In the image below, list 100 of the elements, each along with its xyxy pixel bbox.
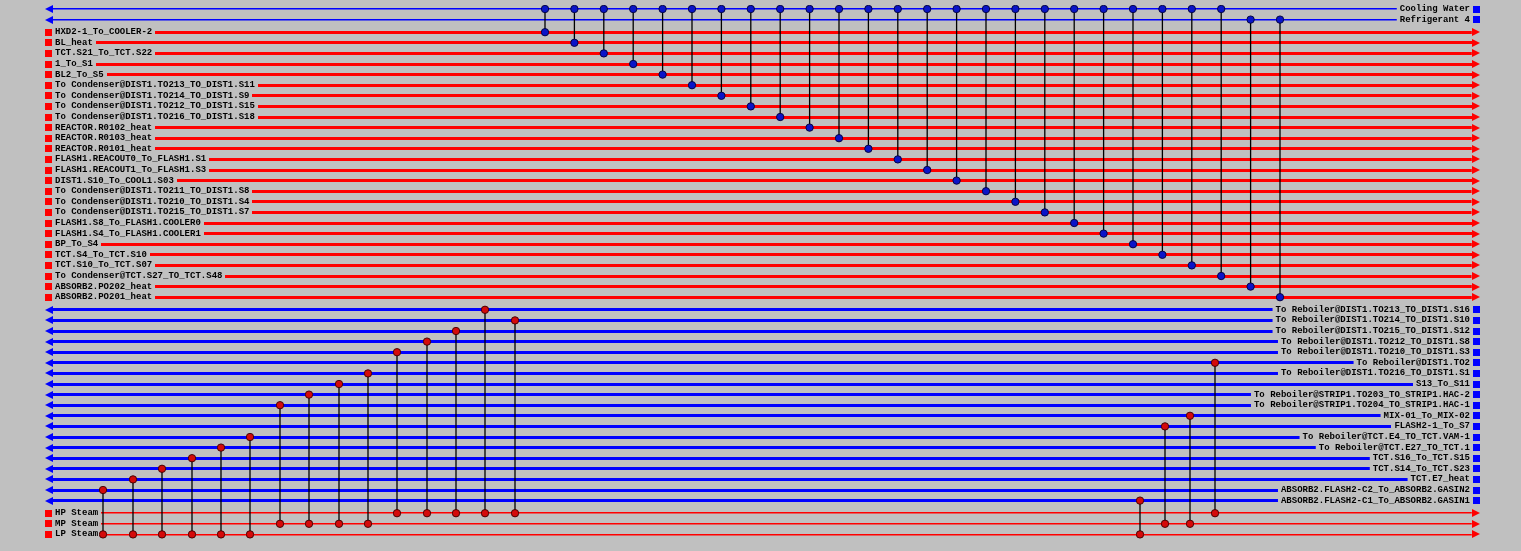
heat-exchanger-line: [216, 443, 226, 539]
stream-label: 1_To_S1: [55, 60, 93, 68]
stream-label: FLASH2-1_To_S7: [1394, 422, 1470, 431]
heat-exchanger-line: [392, 348, 402, 518]
hot-stream: [45, 240, 1480, 249]
hot-stream: [45, 38, 1480, 47]
heat-exchanger-line: [981, 4, 991, 196]
heat-exchanger-line: [363, 369, 373, 528]
stream-label: BL2_To_S5: [55, 70, 104, 79]
heat-exchanger-line: [746, 4, 755, 111]
cold-stream: [45, 337, 1480, 346]
hot-stream: [45, 155, 1480, 164]
cold-stream: [45, 348, 1480, 357]
cold-stream: [45, 433, 1480, 441]
stream-label: TCT.S14_To_TCT.S23: [1372, 464, 1470, 473]
stream-label: MIX-01_To_MIX-02: [1383, 411, 1470, 420]
stream-label: To Condenser@DIST1.TO215_TO_DIST1.S7: [55, 208, 250, 217]
hot-stream: [45, 272, 1480, 280]
hot-stream: [45, 134, 1480, 143]
stream-label: To Reboiler@STRIP1.TO204_TO_STRIP1.HAC-1: [1253, 401, 1470, 410]
stream-label: Cooling Water: [1399, 5, 1470, 13]
stream-label: To Reboiler@DIST1.TO215_TO_DIST1.S12: [1275, 327, 1470, 335]
hot-stream: [45, 261, 1480, 270]
heat-exchanger-line: [629, 4, 638, 69]
stream-label: LP Steam: [55, 530, 99, 539]
stream-label: To Condenser@DIST1.TO214_TO_DIST1.S9: [55, 91, 250, 100]
heat-exchanger-line: [540, 4, 550, 37]
cold-stream: [45, 454, 1480, 463]
stream-label: To Reboiler@DIST1.TO213_TO_DIST1.S16: [1275, 305, 1470, 314]
cold-stream: [45, 305, 1480, 314]
heat-exchanger-line: [334, 379, 344, 528]
hot-stream: [45, 144, 1480, 153]
stream-label: REACTOR.R0102_heat: [55, 123, 153, 132]
heat-exchanger-line: [1099, 4, 1108, 238]
hot-stream: [45, 113, 1480, 121]
stream-label: To Condenser@DIST1.TO210_TO_DIST1.S4: [55, 197, 250, 206]
stream-label: ABSORB2.PO202_heat: [55, 282, 153, 291]
heat-exchanger-line: [1128, 4, 1138, 249]
heat-exchanger-line: [952, 4, 961, 185]
stream-label: REACTOR.R0101_heat: [55, 144, 153, 153]
heat-exchanger-line: [98, 485, 108, 539]
cold-stream: [45, 422, 1480, 431]
stream-label: To Condenser@DIST1.TO213_TO_DIST1.S11: [55, 81, 255, 90]
stream-label: TCT.E7_heat: [1410, 475, 1470, 484]
hot-stream: [45, 49, 1480, 58]
heat-exchanger-line: [1135, 496, 1145, 539]
heat-exchanger-line: [834, 4, 844, 143]
hot-stream: [45, 166, 1480, 174]
hot-stream: [45, 91, 1480, 100]
stream-label: TCT.S21_To_TCT.S22: [55, 49, 153, 58]
stream-label: To Reboiler@TCT.E4_TO_TCT.VAM-1: [1302, 433, 1470, 441]
heat-exchanger-line: [658, 4, 667, 79]
hot-stream: [45, 282, 1480, 291]
stream-label: ABSORB2.FLASH2-C1_To_ABSORB2.GASIN1: [1280, 496, 1470, 505]
heat-exchanger-line: [510, 316, 520, 518]
heat-exchanger-line: [304, 390, 314, 528]
heat-exchanger-line: [1158, 4, 1167, 259]
cold-stream: [45, 486, 1480, 494]
heat-exchanger-line: [805, 4, 814, 132]
stream-label: To Reboiler@DIST1.TO212_TO_DIST1.S8: [1280, 337, 1470, 346]
stream-label: To Condenser@DIST1.TO212_TO_DIST1.S15: [55, 102, 255, 111]
stream-label: ABSORB2.FLASH2-C2_To_ABSORB2.GASIN2: [1280, 486, 1470, 494]
stream-label: FLASH1.S8_To_FLASH1.COOLER0: [55, 219, 201, 227]
heat-exchanger-line: [1275, 15, 1285, 302]
cold-stream: [45, 411, 1480, 420]
heat-exchanger-line: [128, 475, 138, 539]
hot-stream: [45, 70, 1480, 79]
heat-exchanger-line: [1070, 4, 1079, 228]
heat-exchanger-line: [187, 454, 197, 539]
stream-label: To Reboiler@DIST1.TO214_TO_DIST1.S10: [1275, 316, 1470, 325]
heat-exchanger-line: [1246, 15, 1255, 291]
heat-exchanger-line: [1011, 4, 1020, 206]
heat-exchanger-line: [923, 4, 932, 175]
cold-stream: [45, 390, 1480, 399]
hot-stream: [45, 229, 1480, 238]
hot-stream: [45, 60, 1480, 68]
cold-stream: [45, 327, 1480, 335]
hot-stream: [45, 81, 1480, 90]
cold-stream: [45, 380, 1480, 388]
stream-label: BP_To_S4: [55, 240, 99, 249]
hot-stream: [45, 197, 1480, 206]
stream-label: To Reboiler@TCT.E27_TO_TCT.1: [1318, 443, 1470, 452]
heat-exchanger-line: [776, 4, 785, 122]
stream-label: TCT.S10_To_TCT.S07: [55, 261, 153, 270]
hot-stream: [45, 123, 1480, 132]
heat-exchanger-line: [480, 305, 490, 518]
cold-stream: [45, 475, 1480, 484]
stream-label: To Condenser@TCT.S27_TO_TCT.S48: [55, 272, 223, 280]
heat-exchanger-line: [1187, 4, 1196, 270]
cold-stream: [45, 443, 1480, 452]
stream-label: Refrigerant 4: [1399, 15, 1470, 24]
stream-label: FLASH1.REACOUT1_To_FLASH1.S3: [55, 166, 207, 174]
stream-label: To Condenser@DIST1.TO211_TO_DIST1.S8: [55, 187, 250, 196]
heat-exchanger-line: [864, 4, 873, 153]
hot-stream: [45, 208, 1480, 217]
stream-label: DIST1.S10_To_COOL1.S03: [55, 176, 174, 185]
stream-label: HXD2-1_To_COOLER-2: [55, 28, 153, 37]
hot-stream: [45, 102, 1480, 111]
heat-exchanger-line: [570, 4, 579, 47]
stream-label: S13_To_S11: [1416, 380, 1470, 388]
